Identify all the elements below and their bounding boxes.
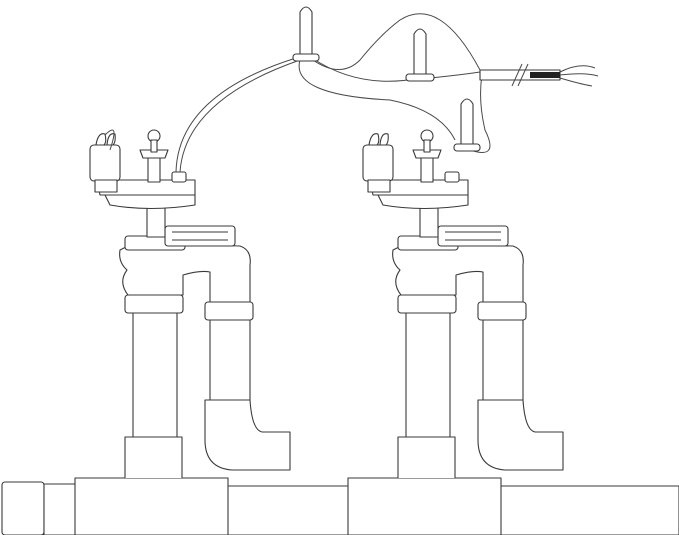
valve-assembly-right bbox=[347, 129, 564, 535]
end-cap bbox=[1, 481, 45, 535]
wire-connector bbox=[292, 6, 320, 62]
valve-assembly-left bbox=[74, 129, 291, 535]
wiring bbox=[104, 13, 491, 173]
coupling bbox=[43, 483, 77, 535]
wire-connector bbox=[453, 98, 481, 152]
wire-connector bbox=[405, 28, 435, 82]
control-cable bbox=[479, 63, 599, 87]
